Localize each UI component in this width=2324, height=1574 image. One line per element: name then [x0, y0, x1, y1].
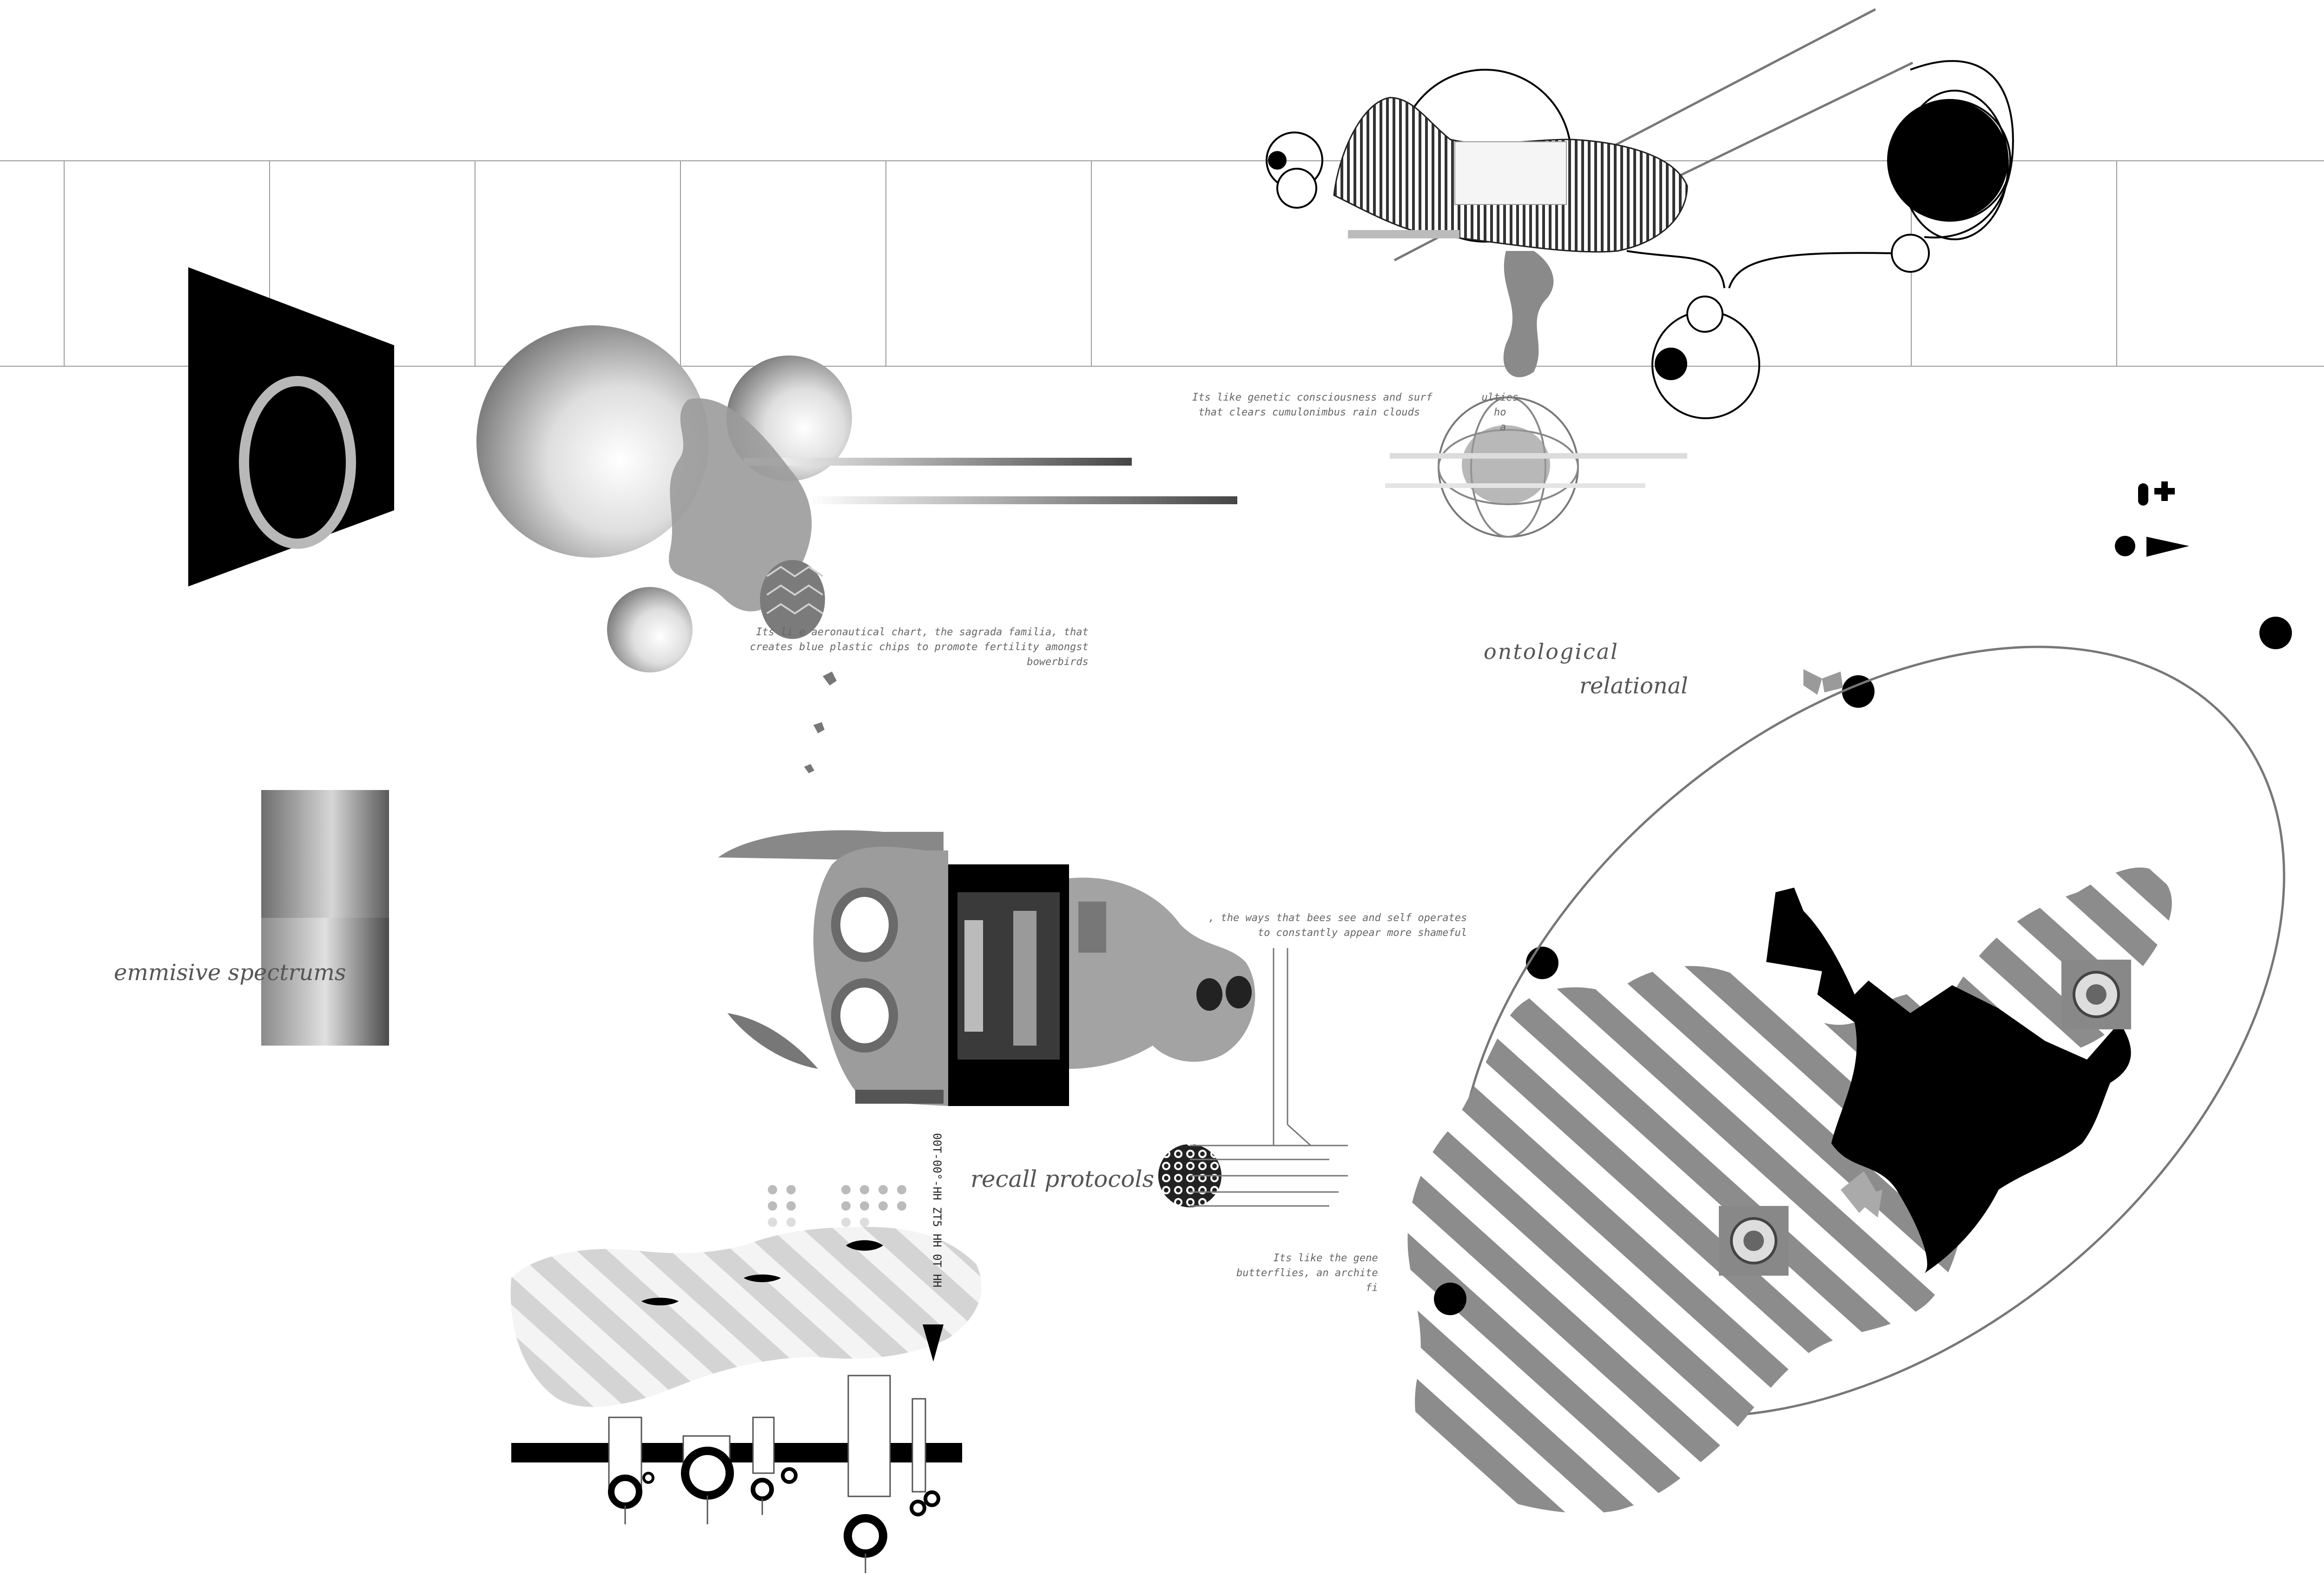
pipe-assembly [511, 1375, 962, 1573]
spectrum-block [261, 790, 389, 1046]
gray-blob-left [510, 1227, 982, 1407]
glyph-icons [1526, 481, 2292, 979]
sphere-cluster [476, 325, 1237, 773]
trapezoid-portal [188, 267, 394, 586]
ornament-tile [2061, 960, 2131, 1029]
central-creature [718, 830, 1255, 1106]
label-ontological: ontological [1484, 639, 1619, 664]
vertical-coordinate-readout: 00T-00°-HH ZT5 HH 0T HH [931, 1133, 944, 1288]
caption-bees: , the ways that bees see and self operat… [1208, 912, 1467, 939]
dot-matrix [768, 1185, 906, 1227]
label-recall-protocols: recall protocols [971, 1166, 1155, 1192]
caption-aeronautical-chart: Its li e aeronautical chart, the sagrada… [750, 626, 1089, 668]
orbit-rings [1626, 60, 2014, 419]
caption-genetic-consciousness: Its like genetic consciousness and surf … [1192, 392, 1519, 433]
ornament-tile-2 [1719, 1206, 1789, 1276]
zebra-assemblage [1266, 8, 1914, 538]
down-arrow-marker [923, 1324, 944, 1362]
label-relational: relational [1579, 673, 1688, 699]
striped-landmass [1407, 645, 2285, 1514]
label-emmisive-spectrums: emmisive spectrums [114, 960, 346, 986]
caption-butterflies: Its like the gene butterflies, an archit… [1236, 1252, 1378, 1294]
hex-disc [1158, 948, 1348, 1207]
